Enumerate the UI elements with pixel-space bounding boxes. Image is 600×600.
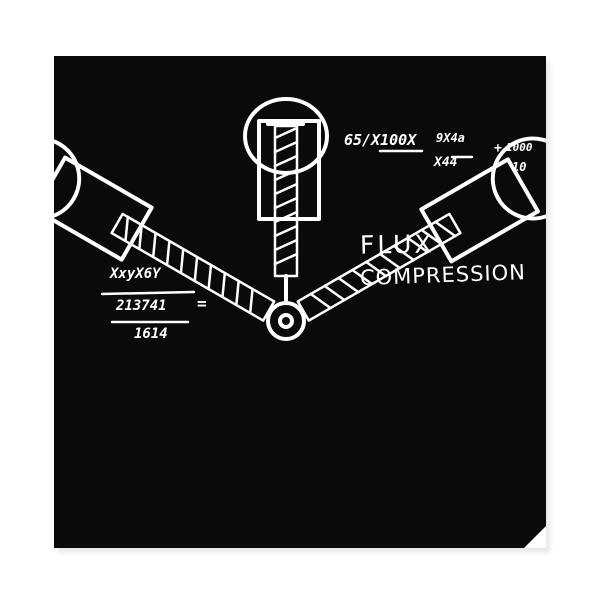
flux-capacitor-drawing — [54, 97, 546, 341]
equation-top-fraction2-numerator: 1000 — [506, 141, 533, 154]
equation-top-fraction-denominator: X44 — [434, 155, 458, 170]
equation-left-equals: = — [197, 294, 207, 313]
eq-left-bar-1 — [100, 290, 196, 296]
equation-left-middle: 213741 — [116, 298, 167, 314]
hub-inner — [278, 313, 294, 329]
right-rod — [110, 212, 276, 322]
left-rod-coil — [309, 220, 457, 310]
right-housing — [54, 155, 154, 262]
top-rod-coil — [273, 126, 299, 266]
poster: 65/X100X 9X4a X44 + 1000 10 FLUX COMPRES… — [54, 56, 546, 548]
equation-left-numerator: XxyX6Y — [110, 266, 161, 282]
title-flux: FLUX — [359, 229, 435, 260]
top-arm — [243, 97, 329, 304]
equation-top-fraction-numerator: 9X4a — [436, 131, 465, 145]
hub-outer — [266, 301, 306, 341]
poster-corner-curl — [524, 526, 546, 548]
top-rod — [273, 124, 299, 278]
top-housing — [257, 119, 321, 221]
left-bulb — [490, 136, 546, 221]
equation-top-main: 65/X100X — [344, 131, 417, 149]
title-compression: COMPRESSION — [359, 260, 527, 290]
top-bulb — [243, 97, 329, 175]
equation-top-fraction2-denominator: 10 — [512, 160, 527, 174]
equation-top-plus: + — [494, 141, 502, 156]
right-arm — [54, 136, 276, 322]
right-rod-coil — [124, 215, 254, 315]
center-hub — [266, 301, 306, 341]
left-housing — [419, 157, 540, 264]
left-arm — [296, 136, 546, 322]
left-rod — [296, 212, 462, 322]
right-bulb — [54, 136, 82, 221]
equation-left-denominator: 1614 — [134, 326, 168, 342]
